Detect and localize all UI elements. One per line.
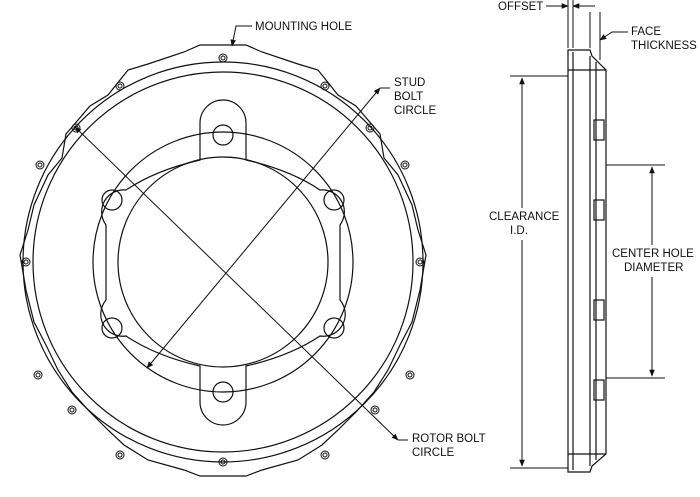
mounting-hole [370, 405, 380, 415]
mounting-hole [33, 370, 43, 380]
mounting-hole [21, 257, 31, 267]
rotor-circle [92, 131, 354, 393]
mounting-hole [115, 81, 125, 91]
rim-inner-edge-2 [32, 71, 414, 453]
label-bolt: BOLT [394, 91, 423, 103]
mounting-hole [400, 160, 410, 170]
labels: MOUNTING HOLE STUD BOLT CIRCLE ROTOR BOL… [255, 1, 697, 459]
label-center-hole: CENTER HOLE [612, 248, 694, 260]
mounting-hole [218, 53, 228, 63]
label-knockouts [486, 208, 690, 277]
mounting-hole [320, 450, 330, 460]
label-rotor-circle: CIRCLE [412, 447, 455, 459]
label-diameter: DIAMETER [624, 262, 683, 274]
label-face: FACE [631, 26, 661, 38]
mounting-hole [320, 81, 330, 91]
label-id: I.D. [510, 225, 528, 237]
label-offset: OFFSET [498, 1, 543, 13]
label-thickness: THICKNESS [631, 40, 697, 52]
label-stud: STUD [394, 77, 425, 89]
mounting-hole [405, 370, 415, 380]
stud-hole [212, 124, 234, 146]
label-mounting-hole: MOUNTING HOLE [255, 21, 352, 33]
mounting-hole [115, 450, 125, 460]
label-clearance: CLEARANCE [489, 211, 560, 223]
side-profile [567, 49, 607, 473]
label-circle: CIRCLE [394, 105, 437, 117]
mounting-hole [415, 257, 425, 267]
front-view [19, 44, 427, 477]
front-callouts [74, 25, 408, 441]
mounting-hole [67, 405, 77, 415]
mounting-hole [35, 160, 45, 170]
outer-rim [19, 44, 427, 477]
label-rotor-bolt: ROTOR BOLT [412, 433, 486, 445]
mounting-hole [365, 123, 375, 133]
side-view [567, 49, 607, 473]
stud-boss-ring [100, 99, 346, 426]
mounting-hole [218, 457, 228, 467]
